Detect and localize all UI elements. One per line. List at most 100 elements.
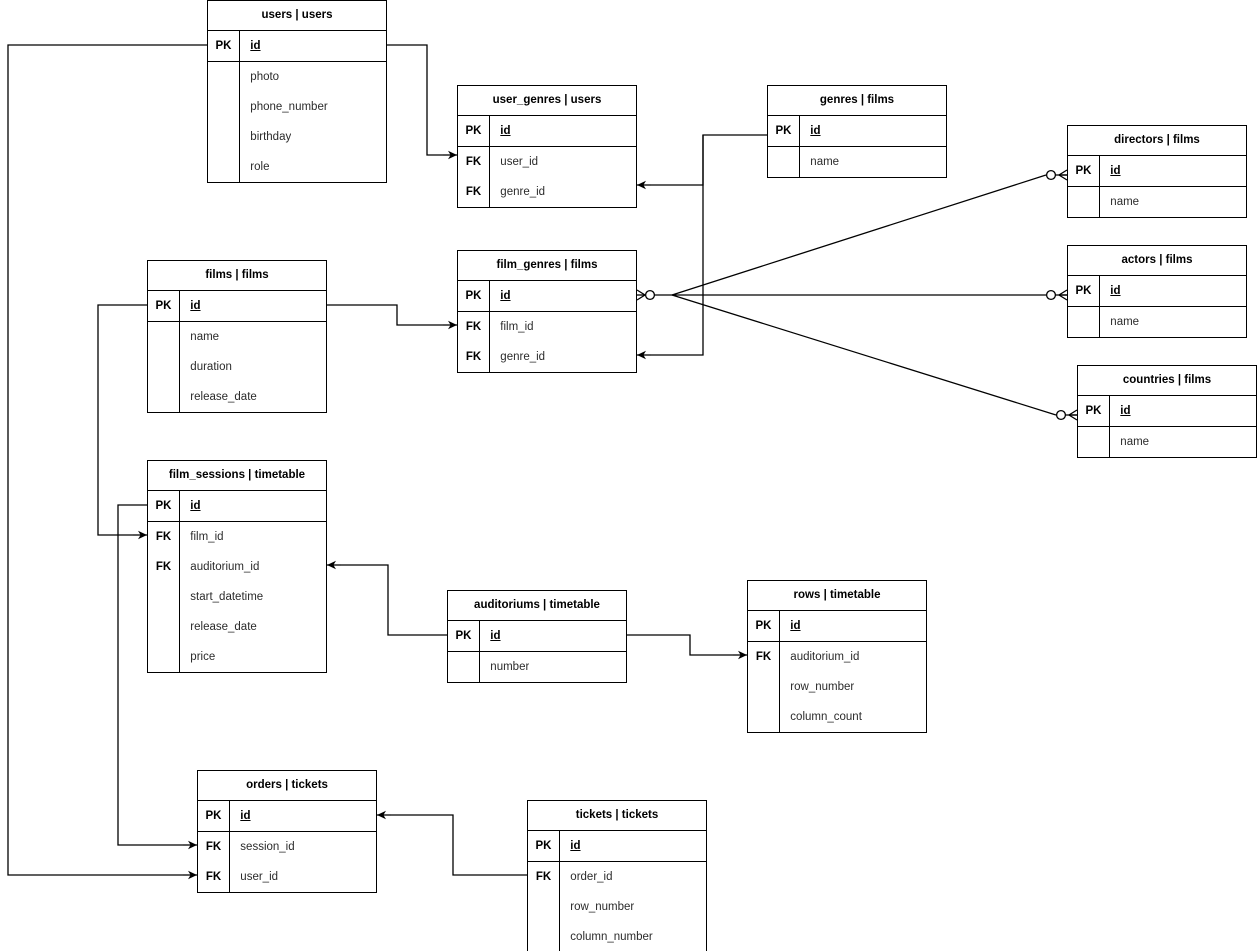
entity-group-films-1: name duration release_date <box>148 322 326 412</box>
attribute-key-films-name <box>148 322 179 352</box>
attribute-name-directors-name: name <box>1110 196 1140 208</box>
attribute-row-rows-row_number[interactable]: row_number <box>748 672 926 702</box>
attribute-key-genres-name <box>768 147 799 177</box>
attribute-row-films-release_date[interactable]: release_date <box>148 382 326 412</box>
attribute-key-user_genres-user_id: FK <box>465 156 482 168</box>
attribute-divider <box>1109 396 1111 426</box>
attribute-name-film_genres-id: id <box>500 290 511 302</box>
attribute-name-films-duration: duration <box>190 361 232 373</box>
attribute-row-film_sessions-price[interactable]: price <box>148 642 326 672</box>
attribute-divider <box>489 312 491 342</box>
entity-title-countries: countries | films <box>1078 366 1256 396</box>
attribute-name-film_sessions-auditorium_id: auditorium_id <box>190 561 260 573</box>
attribute-row-directors-name[interactable]: name <box>1068 187 1246 217</box>
attribute-divider <box>479 621 481 651</box>
attribute-row-user_genres-user_id[interactable]: FK user_id <box>458 147 636 177</box>
attribute-name-users-phone_number: phone_number <box>250 101 328 113</box>
edge-genres-to-film_genres <box>637 135 704 360</box>
entity-title-users: users | users <box>208 1 386 31</box>
edge-auditoriums-to-film_sessions <box>327 560 447 636</box>
attribute-key-tickets-order_id: FK <box>535 871 552 883</box>
attribute-row-rows-column_count[interactable]: column_count <box>748 702 926 732</box>
attribute-name-user_genres-user_id: user_id <box>500 156 539 168</box>
attribute-row-actors-name[interactable]: name <box>1068 307 1246 337</box>
attribute-row-films-duration[interactable]: duration <box>148 352 326 382</box>
attribute-row-auditoriums-number[interactable]: number <box>448 652 626 682</box>
entity-group-actors-1: name <box>1068 307 1246 337</box>
attribute-row-tickets-column_number[interactable]: column_number <box>528 922 706 951</box>
entity-group-directors-1: name <box>1068 187 1246 217</box>
entity-title-tickets: tickets | tickets <box>528 801 706 831</box>
attribute-row-films-name[interactable]: name <box>148 322 326 352</box>
attribute-name-orders-session_id: session_id <box>240 841 295 853</box>
attribute-key-users-phone_number <box>208 92 239 122</box>
attribute-row-film_sessions-start_datetime[interactable]: start_datetime <box>148 582 326 612</box>
attribute-key-countries-id: PK <box>1085 405 1102 417</box>
attribute-divider <box>489 177 491 207</box>
attribute-key-film_genres-film_id: FK <box>465 321 482 333</box>
attribute-row-genres-name[interactable]: name <box>768 147 946 177</box>
attribute-row-film_sessions-release_date[interactable]: release_date <box>148 612 326 642</box>
entity-group-countries-1: name <box>1078 427 1256 457</box>
attribute-row-countries-name[interactable]: name <box>1078 427 1256 457</box>
attribute-divider <box>559 892 561 922</box>
attribute-name-users-photo: photo <box>250 71 280 83</box>
attribute-key-film_sessions-id: PK <box>155 500 172 512</box>
attribute-row-users-phone_number[interactable]: phone_number <box>208 92 386 122</box>
attribute-row-users-role[interactable]: role <box>208 152 386 182</box>
attribute-row-users-birthday[interactable]: birthday <box>208 122 386 152</box>
attribute-name-user_genres-genre_id: genre_id <box>500 186 546 198</box>
attribute-divider <box>1099 307 1101 337</box>
entity-title-films: films | films <box>148 261 326 291</box>
attribute-key-users-id: PK <box>215 40 232 52</box>
attribute-row-tickets-row_number[interactable]: row_number <box>528 892 706 922</box>
attribute-key-orders-id: PK <box>205 810 222 822</box>
attribute-name-films-name: name <box>190 331 220 343</box>
attribute-row-users-photo[interactable]: photo <box>208 62 386 92</box>
